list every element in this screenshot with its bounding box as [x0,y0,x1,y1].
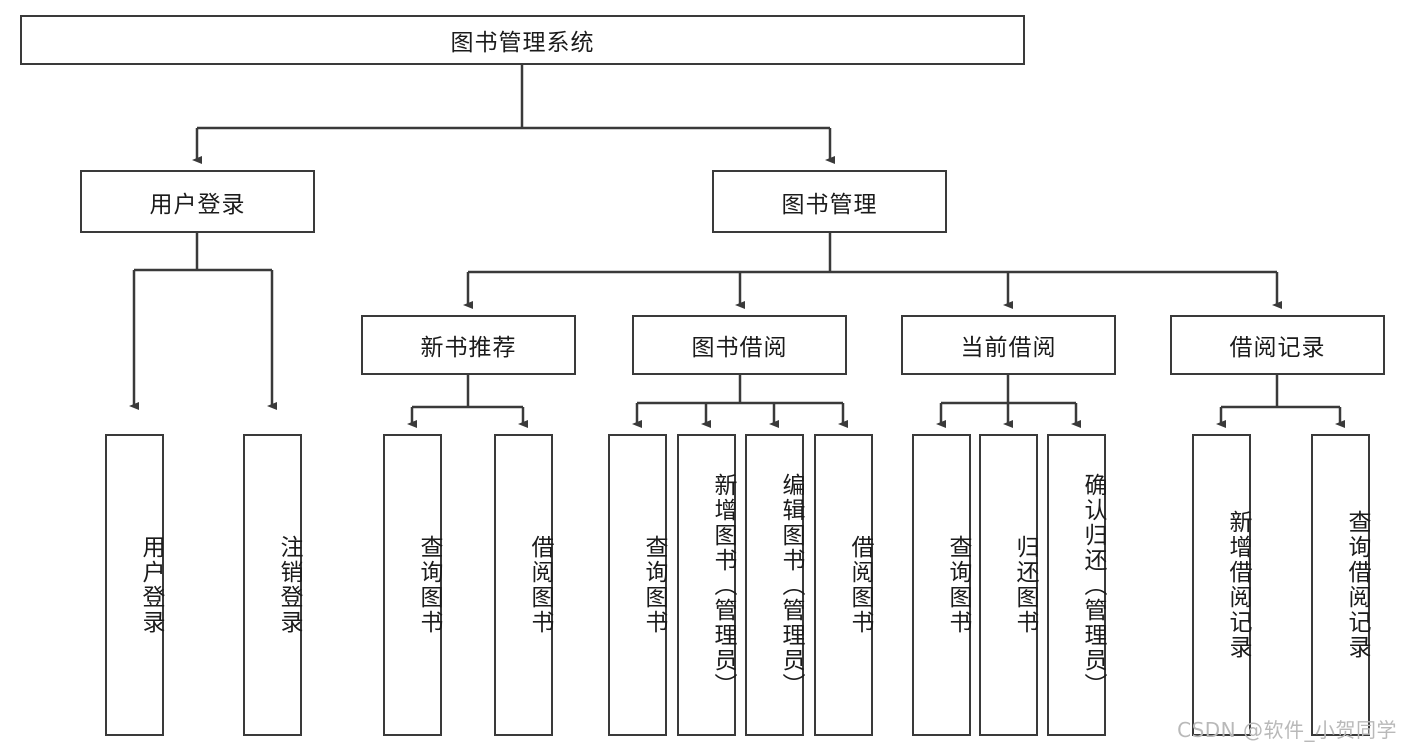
node-leaf-borrow-book[interactable]: 借阅图书 [814,434,873,736]
node-leaf-query-book-current[interactable]: 查询图书 [912,434,971,736]
node-book-manage[interactable]: 图书管理 [712,170,947,233]
node-current-borrow[interactable]: 当前借阅 [901,315,1116,375]
csdn-watermark: CSDN @软件_小贺同学 [1177,718,1397,742]
node-leaf-borrow-book-recommend[interactable]: 借阅图书 [494,434,553,736]
node-leaf-logout[interactable]: 注销登录 [243,434,302,736]
node-leaf-add-book-admin[interactable]: 新增图书（管理员） [677,434,736,736]
node-root-system[interactable]: 图书管理系统 [20,15,1025,65]
node-leaf-add-borrow-record[interactable]: 新增借阅记录 [1192,434,1251,736]
node-borrow-record[interactable]: 借阅记录 [1170,315,1385,375]
node-leaf-user-login[interactable]: 用户登录 [105,434,164,736]
node-leaf-confirm-return-admin[interactable]: 确认归还（管理员） [1047,434,1106,736]
node-leaf-return-book[interactable]: 归还图书 [979,434,1038,736]
node-user-login[interactable]: 用户登录 [80,170,315,233]
node-book-borrow[interactable]: 图书借阅 [632,315,847,375]
node-leaf-query-book-borrow[interactable]: 查询图书 [608,434,667,736]
node-new-book-recommend[interactable]: 新书推荐 [361,315,576,375]
node-leaf-query-book-recommend[interactable]: 查询图书 [383,434,442,736]
node-leaf-query-borrow-record[interactable]: 查询借阅记录 [1311,434,1370,736]
node-leaf-edit-book-admin[interactable]: 编辑图书（管理员） [745,434,804,736]
